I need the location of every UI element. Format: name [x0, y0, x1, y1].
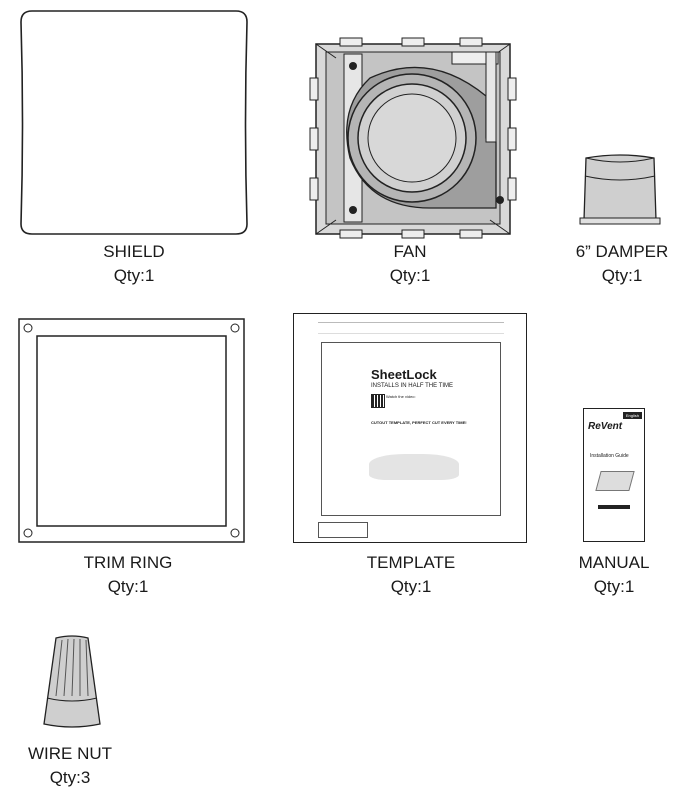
trim-ring-illustration — [18, 318, 245, 543]
trim-ring-label: TRIM RING — [83, 553, 173, 572]
template-tool-image — [369, 454, 459, 480]
shield-qty: Qty:1 — [113, 266, 155, 285]
fan-caption: FAN Qty:1 — [310, 240, 510, 288]
template-qty: Qty:1 — [390, 577, 432, 596]
fan-illustration — [309, 37, 517, 239]
template-caption: TEMPLATE Qty:1 — [311, 551, 511, 599]
template-tagline: INSTALLS IN HALF THE TIME — [371, 383, 454, 389]
template-header-lines — [318, 322, 504, 334]
manual-bottom-bar — [598, 505, 630, 509]
template-footer-box — [318, 522, 368, 538]
manual-fan-image — [595, 471, 635, 491]
wire-nut-illustration — [43, 635, 101, 728]
template-label: TEMPLATE — [366, 553, 456, 572]
shield-caption: SHIELD Qty:1 — [34, 240, 234, 288]
wire-nut-qty: Qty:3 — [49, 768, 91, 787]
shield-label: SHIELD — [103, 242, 165, 261]
manual-booklet: English ReVent Installation Guide — [583, 408, 645, 542]
template-video: Watch the video: — [386, 394, 416, 399]
wire-nut-caption: WIRE NUT Qty:3 — [0, 742, 170, 790]
damper-label: 6” DAMPER — [575, 242, 669, 261]
damper-qty: Qty:1 — [601, 266, 643, 285]
trim-ring-caption: TRIM RING Qty:1 — [28, 551, 228, 599]
manual-label: MANUAL — [578, 553, 650, 572]
template-cutout: CUTOUT TEMPLATE, PERFECT CUT EVERY TIME! — [371, 420, 467, 425]
template-brand: SheetLock — [371, 367, 437, 382]
template-sheet: SheetLock INSTALLS IN HALF THE TIME Watc… — [293, 313, 527, 543]
manual-caption: MANUAL Qty:1 — [514, 551, 696, 599]
fan-qty: Qty:1 — [389, 266, 431, 285]
manual-qty: Qty:1 — [593, 577, 635, 596]
template-cut-outline — [321, 342, 501, 516]
shield-illustration — [20, 10, 248, 235]
manual-title: Installation Guide — [590, 453, 629, 459]
wire-nut-label: WIRE NUT — [27, 744, 113, 763]
manual-language-tab: English — [622, 412, 642, 419]
damper-caption: 6” DAMPER Qty:1 — [522, 240, 696, 288]
qr-code-icon — [371, 394, 385, 408]
fan-label: FAN — [393, 242, 427, 261]
damper-illustration — [579, 154, 661, 225]
manual-brand: ReVent — [588, 421, 623, 432]
trim-ring-qty: Qty:1 — [107, 577, 149, 596]
